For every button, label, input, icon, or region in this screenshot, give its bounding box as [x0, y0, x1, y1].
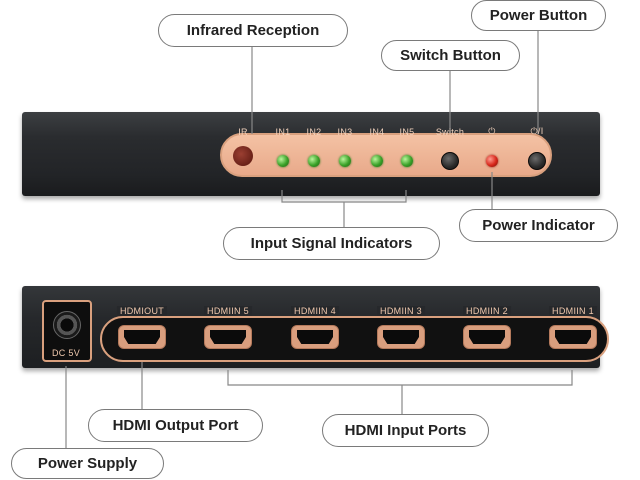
hdmi-in1-port[interactable]: [549, 325, 597, 349]
hdmi-in5-port[interactable]: [204, 325, 252, 349]
power-button-label: ⏻/I: [530, 126, 544, 136]
hdmi-output-port-callout: HDMI Output Port: [88, 409, 263, 442]
hdmi-out-port[interactable]: [118, 325, 166, 349]
hdmi-in4-port[interactable]: [291, 325, 339, 349]
power-indicator-led: [486, 155, 498, 167]
input-signal-indicators-callout: Input Signal Indicators: [223, 227, 440, 260]
switch-button[interactable]: [441, 152, 459, 170]
infrared-reception-callout: Infrared Reception: [158, 14, 348, 47]
hdmi-in1-label: HDMIIN 1: [549, 306, 597, 316]
in1-led: [277, 155, 289, 167]
power-indicator-callout: Power Indicator: [459, 209, 618, 242]
dc-label: DC 5V: [51, 348, 81, 358]
switch-button-callout: Switch Button: [381, 40, 520, 71]
hdmi-port-panel: [100, 316, 609, 362]
ir-label: IR: [238, 127, 248, 137]
in3-label: IN3: [337, 127, 353, 137]
switch-label: Switch: [435, 127, 465, 137]
in4-label: IN4: [369, 127, 385, 137]
dc-power-jack[interactable]: [53, 311, 81, 339]
hdmi-in3-label: HDMIIN 3: [377, 306, 425, 316]
in2-label: IN2: [306, 127, 322, 137]
power-button-callout: Power Button: [471, 0, 606, 31]
front-control-panel: [220, 133, 552, 177]
hdmi-out-label: HDMIOUT: [116, 306, 168, 316]
infrared-receiver: [233, 146, 253, 166]
hdmi-in3-port[interactable]: [377, 325, 425, 349]
in5-led: [401, 155, 413, 167]
power-indicator-label: ⏻: [488, 126, 496, 136]
power-supply-callout: Power Supply: [11, 448, 164, 479]
in2-led: [308, 155, 320, 167]
hdmi-in2-port[interactable]: [463, 325, 511, 349]
power-button[interactable]: [528, 152, 546, 170]
hdmi-input-ports-callout: HDMI Input Ports: [322, 414, 489, 447]
in3-led: [339, 155, 351, 167]
hdmi-in4-label: HDMIIN 4: [291, 306, 339, 316]
in4-led: [371, 155, 383, 167]
in5-label: IN5: [399, 127, 415, 137]
in1-label: IN1: [275, 127, 291, 137]
hdmi-in2-label: HDMIIN 2: [463, 306, 511, 316]
hdmi-in5-label: HDMIIN 5: [204, 306, 252, 316]
